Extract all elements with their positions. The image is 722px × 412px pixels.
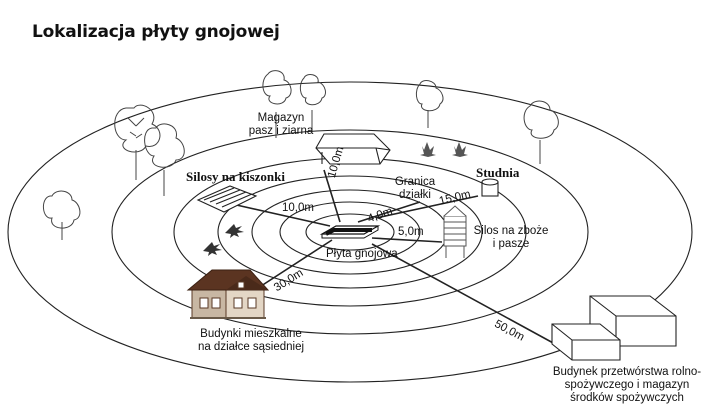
label-residential-line2: na działce sąsiedniej xyxy=(186,341,316,354)
label-grain-silo-line2: i pasze xyxy=(468,238,554,251)
distance-to-silage: 10,0m xyxy=(282,202,314,214)
label-plot-border-line1: Granica xyxy=(392,176,438,189)
well-icon xyxy=(482,179,498,196)
page-title: Lokalizacja płyty gnojowej xyxy=(32,22,280,42)
label-residential-line1: Budynki mieszkalne xyxy=(186,328,316,341)
manure-slab xyxy=(322,226,378,238)
label-well: Studnia xyxy=(476,166,519,179)
label-residential: Budynki mieszkalne na działce sąsiedniej xyxy=(186,328,316,354)
tree-icon xyxy=(115,105,160,180)
label-warehouse-line2: pasz i ziarna xyxy=(238,125,324,138)
tree-icon xyxy=(43,191,80,240)
label-plot-border: Granica działki xyxy=(392,176,438,202)
label-processing: Budynek przetwórstwa rolno- spożywczego … xyxy=(542,366,712,405)
tree-icon xyxy=(524,101,558,164)
grain-silo-icon xyxy=(444,206,466,258)
residential-house-icon xyxy=(188,270,268,318)
label-silage-silos: Silosy na kiszonki xyxy=(186,170,285,183)
tree-icon xyxy=(145,124,185,196)
processing-building xyxy=(552,296,676,360)
label-manure-slab: Płyta gnojowa xyxy=(326,248,398,261)
label-warehouse-line1: Magazyn xyxy=(238,112,324,125)
label-processing-line2: spożywczego i magazyn xyxy=(542,379,712,392)
tree-icons xyxy=(43,71,558,240)
warehouse-building xyxy=(316,134,390,164)
label-processing-line3: środków spożywczych xyxy=(542,392,712,405)
label-warehouse: Magazyn pasz i ziarna xyxy=(238,112,324,138)
label-processing-line1: Budynek przetwórstwa rolno- xyxy=(542,366,712,379)
label-grain-silo-line1: Silos na zboże xyxy=(468,225,554,238)
distance-to-grain-silo: 5,0m xyxy=(398,226,424,238)
label-grain-silo: Silos na zboże i pasze xyxy=(468,225,554,251)
label-plot-border-line2: działki xyxy=(392,189,438,202)
